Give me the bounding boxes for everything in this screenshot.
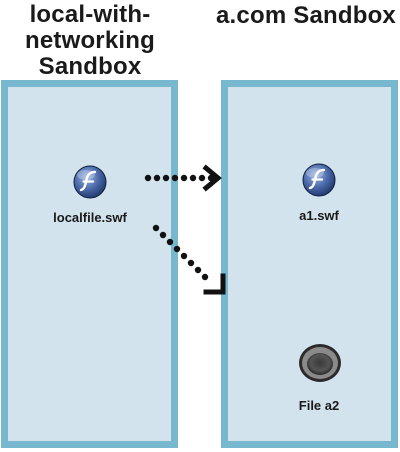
- a-com-sandbox-panel: [221, 80, 398, 448]
- file-a2-label: File a2: [298, 398, 340, 413]
- a1-swf-label: a1.swf: [299, 208, 339, 223]
- arrow-to-file-a2: [152, 224, 226, 295]
- flash-swf-icon: [302, 163, 336, 197]
- localfile-swf-label: localfile.swf: [53, 210, 127, 225]
- arrow-to-a1-swf: [144, 164, 222, 192]
- local-with-networking-sandbox-title: local-with- networking Sandbox: [24, 1, 155, 80]
- local-with-networking-sandbox-panel: [1, 80, 178, 448]
- flash-swf-icon: [73, 165, 107, 199]
- generic-file-icon: [299, 344, 341, 382]
- a-com-sandbox-title: a.com Sandbox: [216, 2, 396, 29]
